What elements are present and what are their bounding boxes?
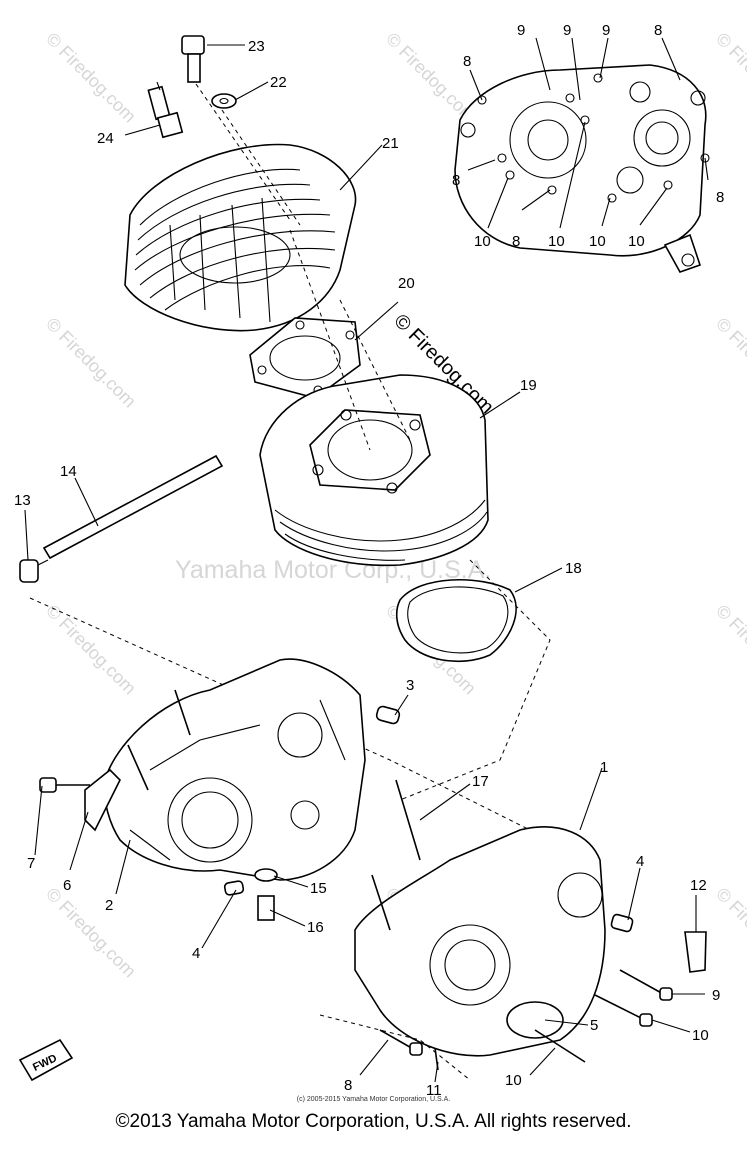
washer	[254, 868, 278, 882]
crankcase-side-view	[454, 64, 710, 273]
callout-15: 15	[310, 880, 327, 897]
left-crankcase	[103, 658, 366, 881]
callout-5: 5	[590, 1017, 598, 1034]
watermark-text: © Firedog.com	[712, 314, 747, 412]
cylinder	[259, 374, 489, 567]
callout-4-right: 4	[636, 853, 644, 870]
callout-10-bottom: 10	[505, 1072, 522, 1089]
callout-3: 3	[406, 677, 414, 694]
callout-19: 19	[520, 377, 537, 394]
watermark-text: © Firedog.com	[42, 314, 140, 412]
crankcase-bolt	[39, 777, 90, 793]
spark-plug	[147, 81, 184, 139]
head-bolt	[181, 35, 205, 83]
callout-7: 7	[27, 855, 35, 872]
callout-8-bottom: 8	[344, 1077, 352, 1094]
drain-plug	[257, 895, 275, 921]
callout-8-top-e: 8	[512, 233, 520, 250]
callout-24: 24	[97, 130, 114, 147]
callout-10-right: 10	[692, 1027, 709, 1044]
watermark-center-text: Yamaha Motor Corp., U.S.A.	[175, 556, 491, 584]
callout-10-top-b: 10	[548, 233, 565, 250]
head-gasket	[249, 317, 361, 399]
watermark-text: © Firedog.com	[712, 29, 747, 127]
callout-10-top-d: 10	[628, 233, 645, 250]
bracket	[84, 768, 121, 832]
callout-10-top-c: 10	[589, 233, 606, 250]
callout-12: 12	[690, 877, 707, 894]
base-gasket	[395, 578, 517, 663]
guide-block	[684, 931, 707, 973]
callout-4-left: 4	[192, 945, 200, 962]
callout-11: 11	[426, 1082, 442, 1099]
callout-20: 20	[398, 275, 415, 292]
callout-18: 18	[565, 560, 582, 577]
right-crankcase	[354, 779, 606, 1057]
callout-10-top-a: 10	[474, 233, 491, 250]
callout-8-top-c: 8	[452, 172, 460, 189]
callout-13: 13	[14, 492, 31, 509]
callout-9-bottom: 9	[712, 987, 720, 1004]
callout-16: 16	[307, 919, 324, 936]
callout-8-top-a: 8	[463, 53, 471, 70]
callout-17: 17	[472, 773, 489, 790]
callout-23: 23	[248, 38, 265, 55]
watermark-text: © Firedog.com	[712, 884, 747, 982]
fwd-arrow-icon: FWD	[18, 1038, 74, 1082]
copyright-text: ©2013 Yamaha Motor Corporation, U.S.A. A…	[115, 1111, 632, 1132]
watermark-text: © Firedog.com	[42, 884, 140, 982]
callout-22: 22	[270, 74, 287, 91]
callout-8-top-b: 8	[654, 22, 662, 39]
watermark-text: © Firedog.com	[712, 601, 747, 699]
dowel-pin	[375, 705, 401, 725]
source-note: (c) 2005-2015 Yamaha Motor Corporation, …	[296, 1096, 451, 1103]
callout-14: 14	[60, 463, 77, 480]
callout-9-top-c: 9	[602, 22, 610, 39]
callout-1: 1	[600, 759, 608, 776]
callout-21: 21	[382, 135, 399, 152]
callout-8-top-d: 8	[716, 189, 724, 206]
callout-2: 2	[105, 897, 113, 914]
dowel-pin	[223, 880, 245, 896]
breather-pipe	[19, 454, 224, 583]
watermark-text: © Firedog.com	[42, 29, 140, 127]
callout-6: 6	[63, 877, 71, 894]
cylinder-head	[124, 143, 357, 332]
leader-lines	[24, 37, 709, 1083]
watermark-text: © Firedog.com	[42, 601, 140, 699]
head-washer	[211, 93, 237, 109]
callout-numbers: 23 22 24 21 20 19 14 13 18 3 17 1 7 6 2 …	[14, 22, 724, 1099]
callout-9-top-a: 9	[517, 22, 525, 39]
callout-9-top-b: 9	[563, 22, 571, 39]
dowel-pin	[610, 913, 634, 933]
